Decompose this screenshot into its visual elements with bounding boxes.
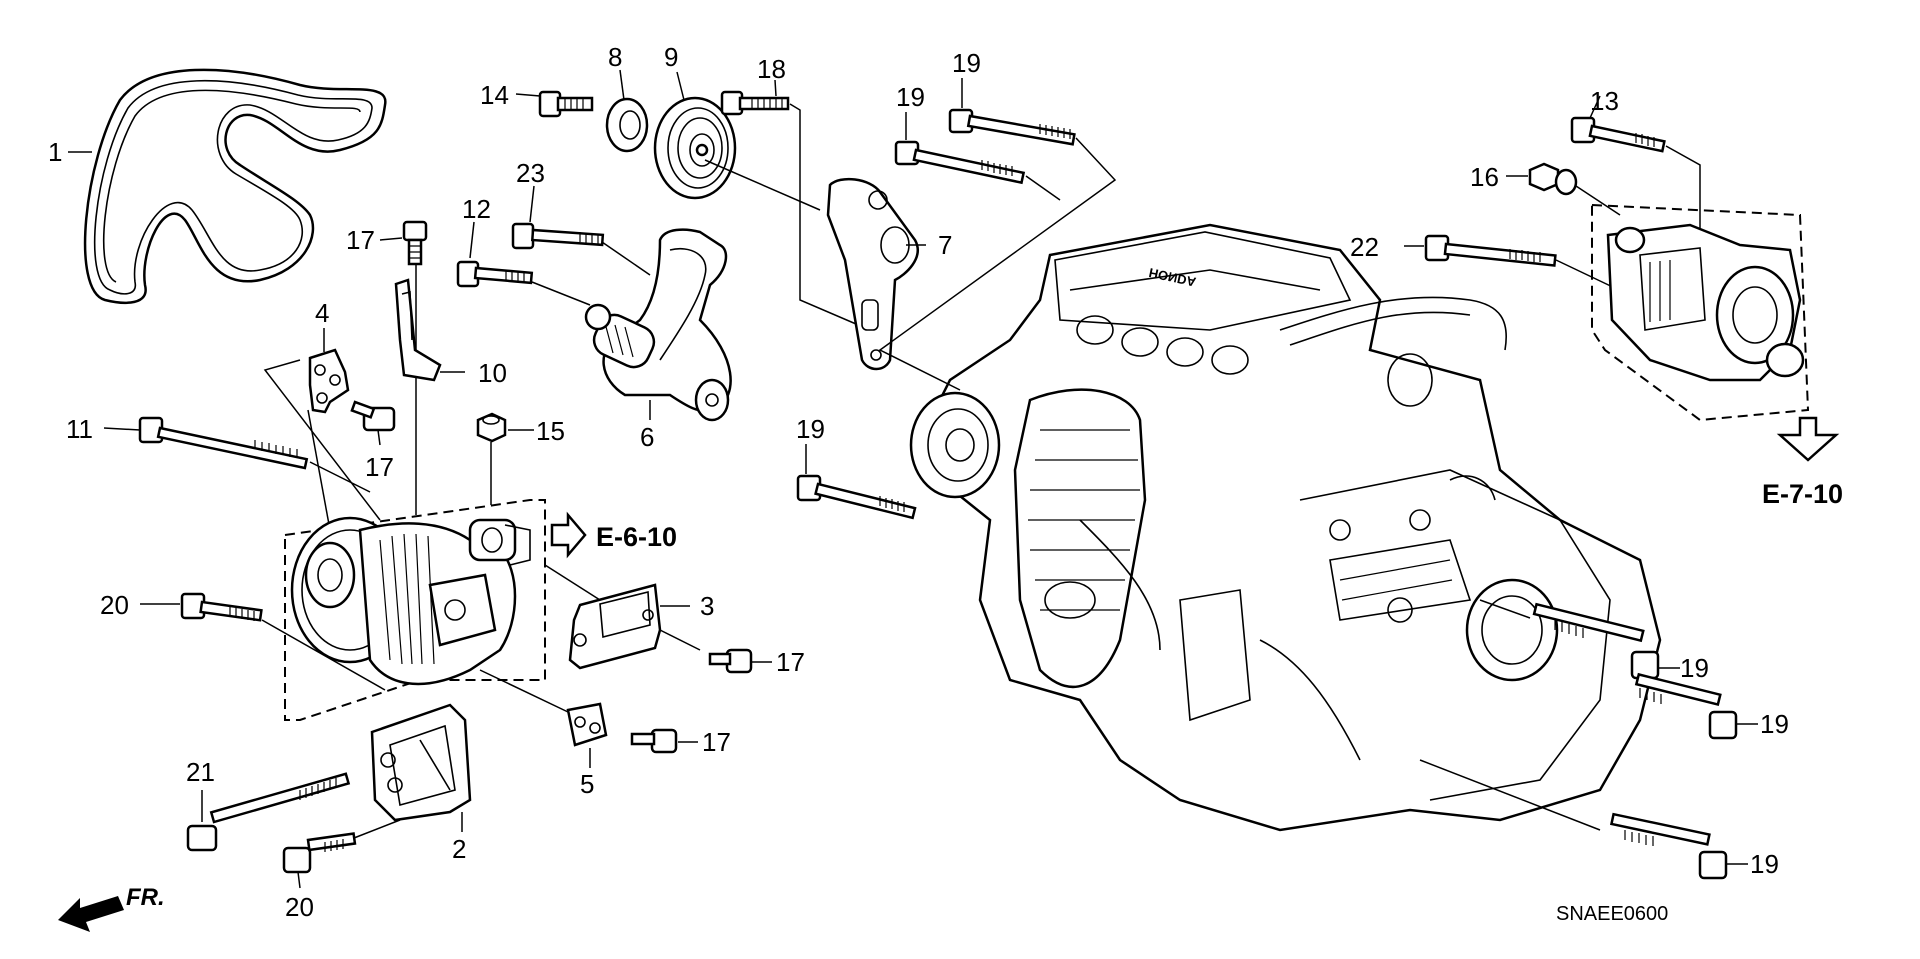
- nut-15[interactable]: [476, 412, 507, 443]
- bolt-20-upper[interactable]: [180, 592, 263, 622]
- callout-20-b: 20: [285, 892, 314, 922]
- bolt-17-upper[interactable]: [402, 220, 428, 266]
- callout-22: 22: [1350, 232, 1379, 262]
- callout-17-d: 17: [702, 727, 731, 757]
- callout-1: 1: [48, 137, 62, 167]
- starter-group-box: [1591, 203, 1810, 422]
- callout-21: 21: [186, 757, 215, 787]
- bolt-11[interactable]: [138, 416, 309, 470]
- callout-6: 6: [640, 422, 654, 452]
- bolt-19-c[interactable]: [796, 474, 917, 520]
- callout-20-a: 20: [100, 590, 129, 620]
- ref-arrow-e-6-10[interactable]: E-6-10: [550, 511, 677, 559]
- callout-11: 11: [66, 414, 93, 444]
- alternator-group-box: [284, 499, 546, 721]
- front-direction-arrow: FR.: [58, 884, 165, 932]
- bolt-17-lower[interactable]: [630, 728, 678, 754]
- callout-23: 23: [516, 158, 545, 188]
- bolt-19-f[interactable]: [1609, 812, 1728, 880]
- callout-14: 14: [480, 80, 509, 110]
- callout-10: 10: [478, 358, 507, 388]
- callout-19-a: 19: [952, 48, 981, 78]
- callout-18: 18: [757, 54, 786, 84]
- ref-arrow-e-7-10[interactable]: E-7-10: [1762, 416, 1843, 509]
- callout-19-c: 19: [796, 414, 825, 444]
- bolt-17-mid[interactable]: [350, 400, 396, 432]
- callout-19-d: 19: [1680, 653, 1709, 683]
- engine-assembly: HONDA: [909, 223, 1662, 832]
- bolt-18[interactable]: [720, 90, 790, 116]
- ref-e-6-10: E-6-10: [596, 522, 677, 552]
- callout-3: 3: [700, 591, 714, 621]
- idler-cover-8[interactable]: [605, 97, 649, 153]
- callout-17-c: 17: [776, 647, 805, 677]
- callout-8: 8: [608, 42, 622, 72]
- bracket-4[interactable]: [308, 348, 350, 414]
- front-label: FR.: [126, 884, 165, 911]
- callout-5: 5: [580, 769, 594, 799]
- washer-16[interactable]: [1528, 162, 1578, 196]
- callout-9: 9: [664, 42, 678, 72]
- bolt-23[interactable]: [511, 222, 605, 250]
- callout-16: 16: [1470, 162, 1499, 192]
- callout-17-b: 17: [365, 452, 394, 482]
- callout-4: 4: [315, 298, 329, 328]
- alternator-bracket-2[interactable]: [370, 703, 472, 822]
- diagram-code: SNAEE0600: [1556, 903, 1668, 925]
- bolt-22[interactable]: [1424, 234, 1557, 267]
- bolt-19-e[interactable]: [1634, 672, 1738, 740]
- bracket-10[interactable]: [394, 278, 442, 382]
- bolt-12[interactable]: [456, 260, 534, 288]
- bolt-19-a[interactable]: [948, 108, 1076, 146]
- starter-motor[interactable]: [1606, 223, 1805, 382]
- belt-tensioner-6[interactable]: [584, 228, 732, 422]
- ref-e-7-10: E-7-10: [1762, 479, 1843, 509]
- callout-19-b: 19: [896, 82, 925, 112]
- alternator[interactable]: [290, 516, 531, 686]
- bolt-17-right[interactable]: [708, 648, 753, 674]
- bolt-20-lower[interactable]: [282, 832, 357, 874]
- callout-17-a: 17: [346, 225, 375, 255]
- bolt-13[interactable]: [1570, 116, 1666, 153]
- callout-19-e: 19: [1760, 709, 1789, 739]
- callout-7: 7: [938, 230, 952, 260]
- idler-pulley-9[interactable]: [653, 96, 737, 200]
- bolt-21[interactable]: [186, 772, 351, 852]
- callout-2: 2: [452, 834, 466, 864]
- callout-19-f: 19: [1750, 849, 1779, 879]
- drive-belt[interactable]: [83, 68, 387, 305]
- idler-bracket-7[interactable]: [826, 177, 919, 371]
- bracket-3[interactable]: [568, 583, 662, 670]
- callout-13: 13: [1590, 86, 1619, 116]
- callout-15: 15: [536, 416, 565, 446]
- bolt-14[interactable]: [538, 90, 594, 118]
- bracket-5[interactable]: [566, 702, 608, 747]
- bolt-19-b[interactable]: [894, 140, 1026, 185]
- callout-12: 12: [462, 194, 491, 224]
